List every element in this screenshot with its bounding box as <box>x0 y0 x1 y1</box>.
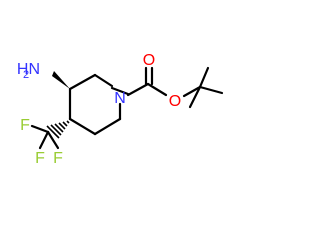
atom-fluorine-bottom-right: F <box>53 150 63 167</box>
bond-n1-carbonyl-c <box>126 82 150 97</box>
bond-ester-o-quat-c <box>182 85 202 98</box>
atom-carbonyl-oxygen: O <box>143 52 155 69</box>
amine-subscript: 2 <box>23 69 29 81</box>
bond-cf3-f3 <box>46 130 60 150</box>
wedge-bond-c3-amine <box>52 71 70 89</box>
bond-cf3-f2 <box>30 124 50 134</box>
atom-fluorine-bottom-left: F <box>35 150 45 167</box>
amine-n: N <box>28 61 40 78</box>
amine-h: H <box>17 61 29 78</box>
atom-ester-oxygen: O <box>169 93 181 110</box>
bond-c6-c5 <box>93 117 122 136</box>
bond-c5-c4 <box>68 117 97 136</box>
bond-c2-n1 <box>110 86 130 96</box>
bond-cf3-f1 <box>38 130 50 150</box>
hashed-wedge-c4-cf3 <box>46 120 70 139</box>
bond-quat-c-methyl-right <box>198 85 224 95</box>
atom-ring-nitrogen: N <box>114 90 126 107</box>
bond-c3-c2 <box>68 73 97 91</box>
bond-quat-c-methyl-bottom <box>188 85 202 109</box>
bond-c2-ring-n <box>93 73 114 88</box>
bond-quat-c-methyl-top <box>198 66 210 89</box>
atom-amine-label: HN <box>17 61 40 78</box>
molecule-structure: N HN 2 O O F F F <box>17 52 224 167</box>
atom-fluorine-left: F <box>20 117 30 134</box>
bond-carbonyl-ester-o <box>146 82 168 97</box>
